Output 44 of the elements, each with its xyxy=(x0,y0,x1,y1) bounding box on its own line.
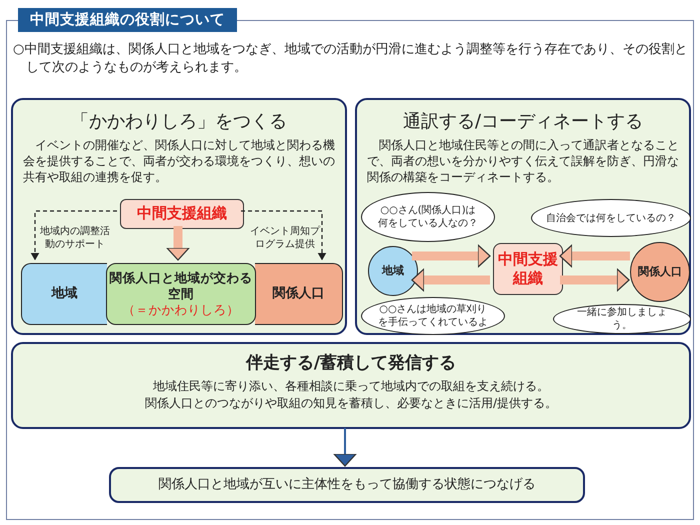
node-text: ○○さん(関係人口)は何をしている人なの？ xyxy=(377,204,479,230)
block-arrow xyxy=(411,268,490,292)
edge-label: 地域内の調整活動のサポート xyxy=(39,226,111,251)
dashed-arrow xyxy=(30,210,117,260)
node-text: 関係人口と地域が交わる空間 xyxy=(108,270,254,302)
organization-box xyxy=(493,243,563,295)
population-circle xyxy=(630,242,690,302)
organization-box xyxy=(120,199,244,229)
node-text: 地域 xyxy=(52,286,78,302)
section-panel xyxy=(11,98,347,335)
section-panel xyxy=(355,98,691,335)
population-zone xyxy=(255,263,343,325)
node-text: 一緒に参加しましょう。 xyxy=(576,306,668,332)
goal-box xyxy=(109,467,585,503)
node-text: 地域 xyxy=(382,264,404,278)
title-tab: 中間支援組織の役割について xyxy=(18,8,237,32)
panel-heading: 「かかわりしろ」をつくる xyxy=(70,110,288,134)
panel-heading: 通訳する/コーディネートする xyxy=(402,110,644,134)
section-panel xyxy=(11,342,691,429)
edge-label: イベント周知プログラム提供 xyxy=(249,226,322,251)
panel-text: 地域住民等に寄り添い、各種相談に乗って地域内での取組を支え続ける。 xyxy=(152,379,550,395)
node-text: 中間支援組織 xyxy=(497,250,559,288)
node-text: 関係人口 xyxy=(272,286,324,302)
dashed-arrow xyxy=(241,210,326,260)
panel-text: イベントの開催など、関係人口に対して地域と関わる機会を提供することで、両者が交わる環境をつくり、想いの共有や取組の連携を促す。 xyxy=(22,138,336,186)
panel-text: 関係人口とのつながりや取組の知見を蓄積し、必要なときに活用/提供する。 xyxy=(144,396,558,412)
speech-bubble xyxy=(553,304,691,334)
node-text: 関係人口と地域が互いに主体性をもって協働する状態につなげる xyxy=(158,476,536,494)
region-zone xyxy=(21,263,107,325)
region-circle xyxy=(368,246,418,296)
node-text: （＝かかわりしろ） xyxy=(122,302,240,318)
block-arrow xyxy=(333,428,357,467)
speech-bubble xyxy=(531,199,691,237)
overlap-zone xyxy=(106,263,256,325)
block-arrow xyxy=(560,268,630,292)
node-text: 自治会では何をしているの？ xyxy=(546,212,676,224)
block-arrow xyxy=(166,226,190,261)
panel-text: 関係人口と地域住民等との間に入って通訳者となることで、両者の想いを分かりやすく伝えて誤解を防ぎ、円滑な関係の構築をコーディネートする。 xyxy=(366,138,680,186)
panel-heading: 伴走する/蓄積して発信する xyxy=(244,352,458,374)
node-text: ○○さんは地域の草刈りを手伝ってくれているよ xyxy=(377,303,489,329)
intro-text: ○中間支援組織は、関係人口と地域をつなぎ、地域での活動が円滑に進むよう調整等を行う存在であり、その役割として次のようなものが考えられます。 xyxy=(13,41,688,78)
node-text: 関係人口 xyxy=(638,264,682,280)
node-text: 中間支援組織 xyxy=(137,204,227,224)
speech-bubble xyxy=(361,297,505,335)
